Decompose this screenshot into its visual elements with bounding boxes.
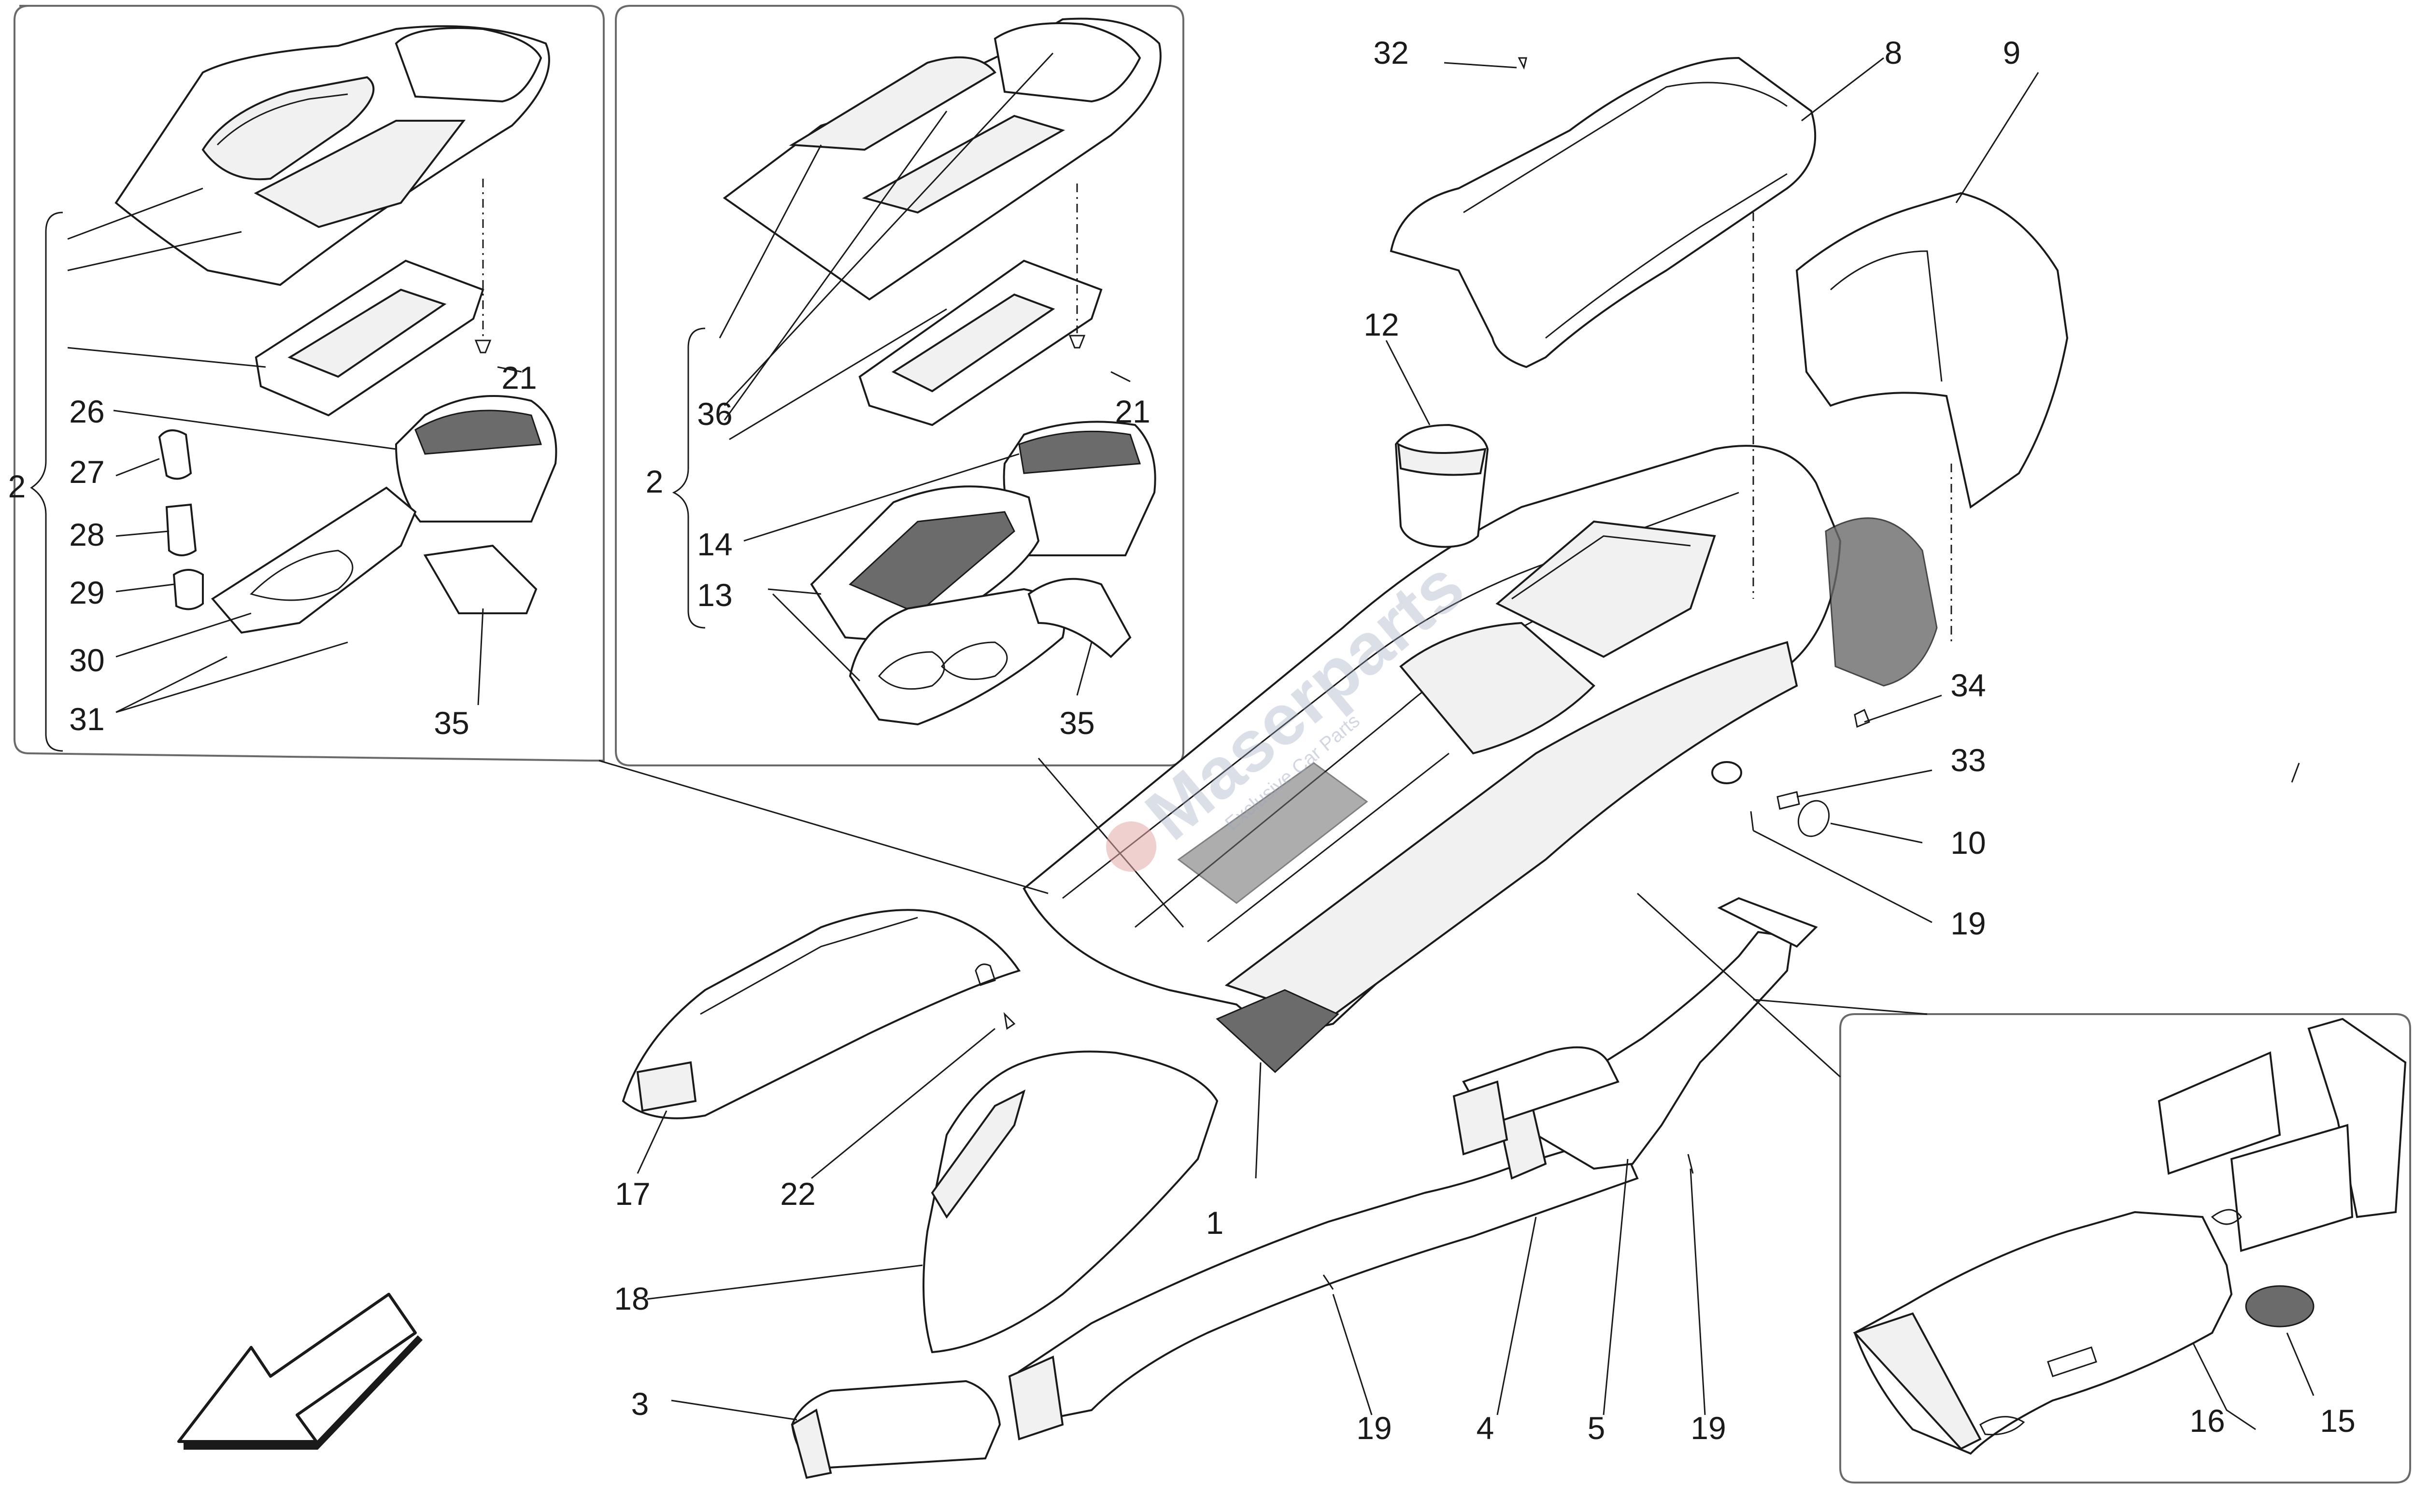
callout-10: 10 [1950,825,1986,861]
detail-frame-right [1839,1013,2411,1484]
callout-8: 8 [1885,35,1903,71]
callout-19-b: 19 [1356,1410,1392,1446]
disc-15 [2245,1285,2315,1328]
callout-3: 3 [631,1386,649,1422]
leader-lines [67,52,2315,1430]
callout-36: 36 [697,396,732,432]
callout-19: 19 [1950,905,1986,941]
callout-22: 22 [780,1176,815,1212]
callout-31: 31 [69,701,104,737]
callout-35: 35 [434,705,469,741]
callout-30: 30 [69,642,104,678]
callout-21-b: 21 [1115,394,1150,429]
callout-numbers: 32 8 9 12 34 33 10 19 1 17 22 18 3 19 4 … [8,35,2356,1446]
front-direction-arrow-icon [177,1293,423,1450]
callout-14: 14 [697,526,732,562]
callout-21: 21 [501,360,537,396]
callout-2: 2 [8,468,26,504]
callout-33: 33 [1950,742,1986,778]
callout-5: 5 [1588,1410,1605,1446]
callout-13: 13 [697,577,732,613]
callout-1: 1 [1206,1205,1224,1241]
callout-12: 12 [1364,307,1399,342]
callout-26: 26 [69,394,104,429]
callout-34: 34 [1950,667,1986,703]
left-frame-parts [30,25,557,752]
callout-2-b: 2 [646,464,664,499]
callout-4: 4 [1477,1410,1494,1446]
callout-18: 18 [614,1281,649,1316]
callout-32: 32 [1373,35,1408,71]
center-frame-parts [672,17,1162,726]
right-frame-parts [1853,1017,2407,1455]
callout-19-c: 19 [1690,1410,1726,1446]
callout-29: 29 [69,575,104,610]
callout-16: 16 [2189,1403,2225,1439]
callout-35-b: 35 [1059,705,1094,741]
callout-27: 27 [69,454,104,490]
callout-9: 9 [2003,35,2021,71]
callout-17: 17 [615,1176,650,1212]
callout-15: 15 [2320,1403,2355,1439]
callout-28: 28 [69,517,104,552]
detail-frame-center [615,5,1184,766]
center-console-assembly [622,57,2300,1479]
detail-frame-left [14,5,605,762]
